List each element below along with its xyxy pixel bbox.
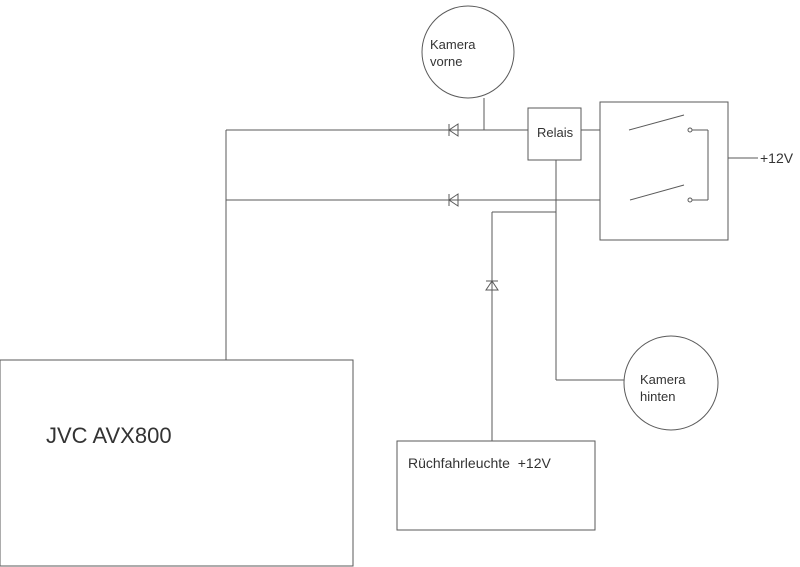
head-unit: JVC AVX800 xyxy=(0,359,354,567)
camera-front: Kamera vorne xyxy=(421,5,515,99)
camera-rear: Kamera hinten xyxy=(623,335,719,431)
switch-arm-bottom xyxy=(629,184,685,201)
camera-rear-label-2: hinten xyxy=(640,389,675,404)
relay: Relais xyxy=(527,107,582,161)
camera-front-label-2: vorne xyxy=(430,54,463,69)
diode-top xyxy=(448,123,459,137)
switch-box xyxy=(599,101,729,241)
reverse-light: Rüchfahrleuchte +12V xyxy=(396,440,596,531)
relay-label: Relais xyxy=(537,125,574,140)
diode-bottom xyxy=(448,193,459,207)
reverse-light-label: Rüchfahrleuchte +12V xyxy=(408,455,551,471)
switch-arm-top xyxy=(628,114,685,131)
wires xyxy=(225,98,758,441)
camera-rear-label-1: Kamera xyxy=(640,372,686,387)
supply-label: +12V xyxy=(760,150,794,166)
camera-front-label-1: Kamera xyxy=(430,37,476,52)
diode-reverse xyxy=(485,280,499,291)
head-unit-label: JVC AVX800 xyxy=(46,423,172,448)
